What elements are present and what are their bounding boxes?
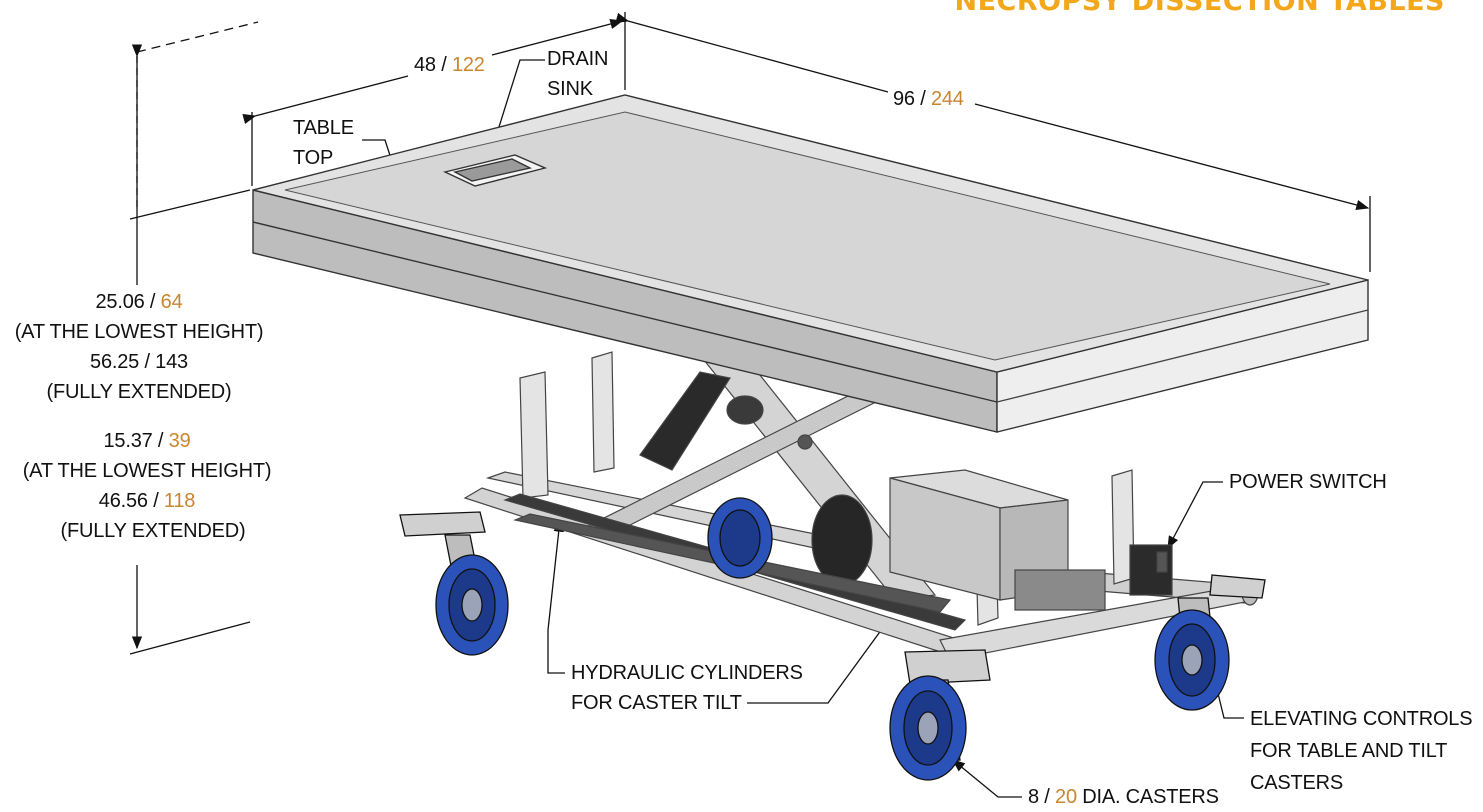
deck-max-metric: 118	[163, 490, 196, 512]
drain-sink-line-2: SINK	[547, 78, 593, 100]
deck-min-metric: 39	[168, 430, 191, 452]
table-top-line-1: TABLE	[293, 117, 354, 139]
drain-sink-callout: DRAIN SINK	[547, 44, 608, 104]
height-min-imperial: 25.06	[95, 291, 145, 313]
casters-sep: /	[1038, 786, 1056, 808]
casters-metric: 20	[1055, 786, 1077, 808]
casters	[399, 497, 1266, 781]
casters-callout: 8 / 20 DIA. CASTERS	[1028, 782, 1219, 812]
width-sep: /	[435, 54, 452, 76]
width-dimension-label: 48 / 122	[414, 50, 485, 80]
deck-max-value: 46.56 / 118	[18, 486, 276, 516]
drain-sink-line-1: DRAIN	[547, 48, 609, 70]
table-top	[252, 94, 1369, 433]
width-imperial: 48	[414, 54, 436, 76]
deck-max-sep: /	[147, 490, 164, 512]
casters-suffix: DIA. CASTERS	[1076, 786, 1219, 808]
elevating-line-1: ELEVATING CONTROLS	[1250, 708, 1473, 730]
height-min-value: 25.06 / 64	[8, 287, 270, 317]
deck-max-imperial: 46.56	[98, 490, 148, 512]
height-max-note: (FULLY EXTENDED)	[46, 381, 232, 403]
height-min-sep: /	[144, 291, 161, 313]
deck-max-note: (FULLY EXTENDED)	[60, 520, 246, 542]
table-top-line-2: TOP	[293, 147, 334, 169]
length-imperial: 96	[893, 88, 915, 110]
deck-min-note: (AT THE LOWEST HEIGHT)	[22, 460, 272, 482]
elevating-line-3: CASTERS	[1250, 772, 1344, 794]
casters-imperial: 8	[1028, 786, 1039, 808]
length-metric: 244	[930, 88, 964, 110]
table-top-callout: TABLE TOP	[293, 113, 354, 173]
power-switch-callout: POWER SWITCH	[1229, 471, 1387, 493]
height-dimension-block: 25.06 / 64 (AT THE LOWEST HEIGHT) 56.25 …	[8, 287, 270, 407]
deck-min-value: 15.37 / 39	[18, 426, 276, 456]
deck-min-sep: /	[152, 430, 169, 452]
page-title: NECROPSY DISSECTION TABLES	[954, 0, 1445, 17]
dimension-lines	[129, 12, 1371, 655]
height-max-value: 56.25 / 143	[90, 351, 188, 373]
elevating-line-2: FOR TABLE AND TILT	[1250, 740, 1448, 762]
length-sep: /	[914, 88, 931, 110]
hydraulic-callout: HYDRAULIC CYLINDERS FOR CASTER TILT	[571, 658, 803, 718]
height-min-metric: 64	[160, 291, 183, 313]
deck-dimension-block: 15.37 / 39 (AT THE LOWEST HEIGHT) 46.56 …	[18, 426, 276, 546]
width-metric: 122	[451, 54, 485, 76]
length-dimension-label: 96 / 244	[893, 84, 964, 114]
hydraulic-line-2: FOR CASTER TILT	[571, 692, 742, 714]
hydraulic-line-1: HYDRAULIC CYLINDERS	[571, 662, 803, 684]
height-min-note: (AT THE LOWEST HEIGHT)	[14, 321, 264, 343]
elevating-controls-callout: ELEVATING CONTROLS FOR TABLE AND TILT CA…	[1250, 703, 1473, 799]
deck-min-imperial: 15.37	[103, 430, 153, 452]
